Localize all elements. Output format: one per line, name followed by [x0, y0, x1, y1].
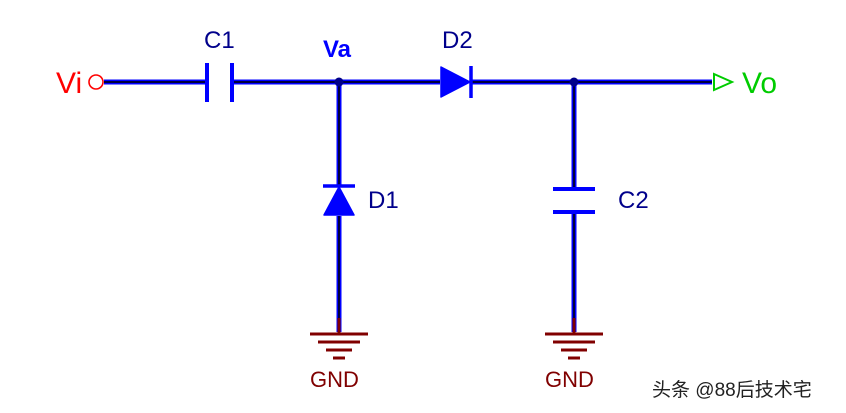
- ground-2-icon: [545, 318, 603, 360]
- capacitor-c2: C2: [553, 187, 649, 214]
- ground-2: GND: [545, 318, 603, 392]
- node-va-label: Va: [323, 36, 352, 63]
- capacitor-c1-label: C1: [204, 27, 235, 54]
- ground-1: GND: [310, 318, 368, 392]
- watermark-text: 头条 @88后技术宅: [652, 379, 812, 401]
- ground-2-label: GND: [545, 367, 594, 392]
- ground-1-icon: [310, 318, 368, 360]
- input-port-label: Vi: [56, 67, 82, 100]
- diode-d2-body-icon: [440, 66, 471, 98]
- input-port: Vi: [56, 67, 104, 100]
- node-dot-output: [569, 77, 579, 87]
- diode-d1: D1: [323, 184, 399, 216]
- diode-d1-body-icon: [323, 186, 355, 216]
- diode-d1-label: D1: [368, 187, 399, 214]
- wires: [104, 79, 712, 332]
- output-port: Vo: [713, 67, 777, 100]
- diode-d2: D2: [440, 27, 473, 98]
- output-port-label: Vo: [742, 67, 777, 100]
- node-dot-va: [334, 77, 344, 87]
- input-port-terminal-icon: [88, 74, 104, 90]
- diode-d2-label: D2: [442, 27, 473, 54]
- output-port-arrow-icon: [713, 72, 735, 92]
- ground-1-label: GND: [310, 367, 359, 392]
- capacitor-c1: C1: [204, 27, 235, 102]
- capacitor-c2-label: C2: [618, 187, 649, 214]
